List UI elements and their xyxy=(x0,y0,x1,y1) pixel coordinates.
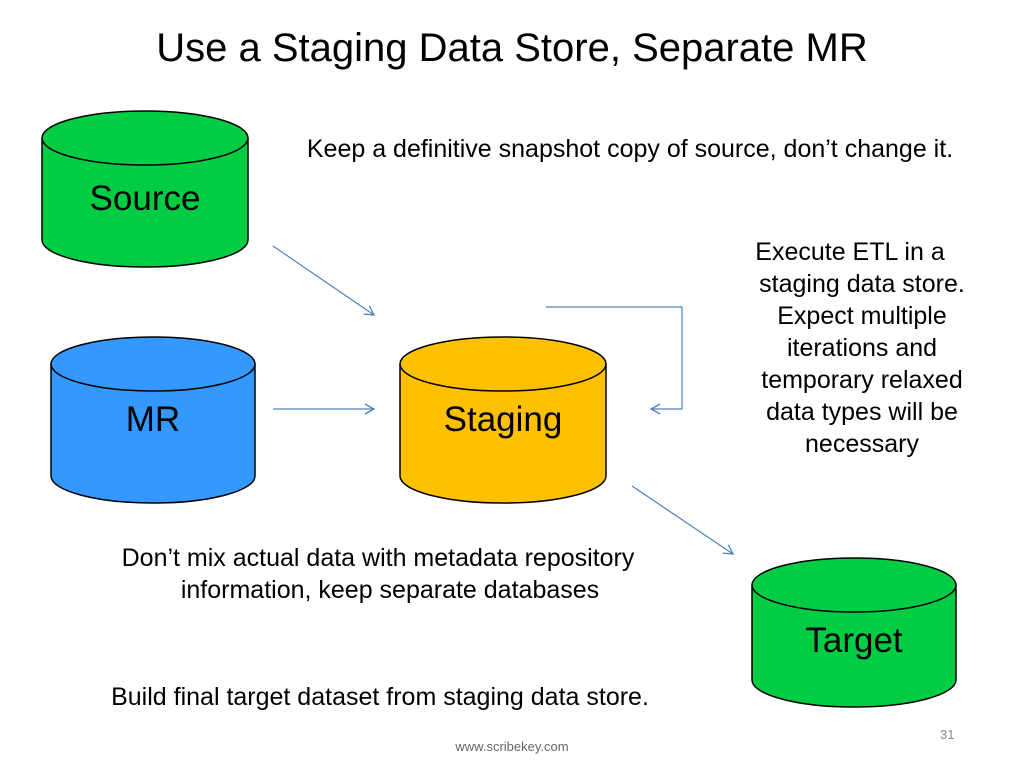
source-cylinder: Source xyxy=(41,110,249,268)
slide-number: 31 xyxy=(940,727,955,742)
note-separate: Don’t mix actual data with metadata repo… xyxy=(121,544,635,604)
target-cylinder: Target xyxy=(751,557,957,708)
mr-label: MR xyxy=(126,400,180,439)
target-label: Target xyxy=(805,621,903,660)
arrow-staging-to-target xyxy=(631,485,735,555)
source-label: Source xyxy=(90,179,201,218)
staging-label: Staging xyxy=(444,400,563,439)
mr-cylinder-body xyxy=(50,364,256,504)
slide-title: Use a Staging Data Store, Separate MR xyxy=(156,26,868,70)
staging-cylinder-body xyxy=(399,364,607,504)
arrow-etl-loop xyxy=(546,306,683,415)
staging-cylinder-top xyxy=(399,336,607,392)
source-cylinder-top xyxy=(41,110,249,166)
note-snapshot: Keep a definitive snapshot copy of sourc… xyxy=(306,135,954,163)
staging-cylinder: Staging xyxy=(399,336,607,504)
note-final: Build final target dataset from staging … xyxy=(111,683,649,711)
target-cylinder-top xyxy=(751,557,957,613)
arrow-source-to-staging xyxy=(272,245,376,316)
mr-cylinder: MR xyxy=(50,336,256,504)
footer-website: www.scribekey.com xyxy=(455,739,569,754)
source-cylinder-body xyxy=(41,138,249,268)
target-cylinder-body xyxy=(751,585,957,708)
mr-cylinder-top xyxy=(50,336,256,392)
note-etl: Execute ETL in a staging data store. Exp… xyxy=(755,238,965,458)
